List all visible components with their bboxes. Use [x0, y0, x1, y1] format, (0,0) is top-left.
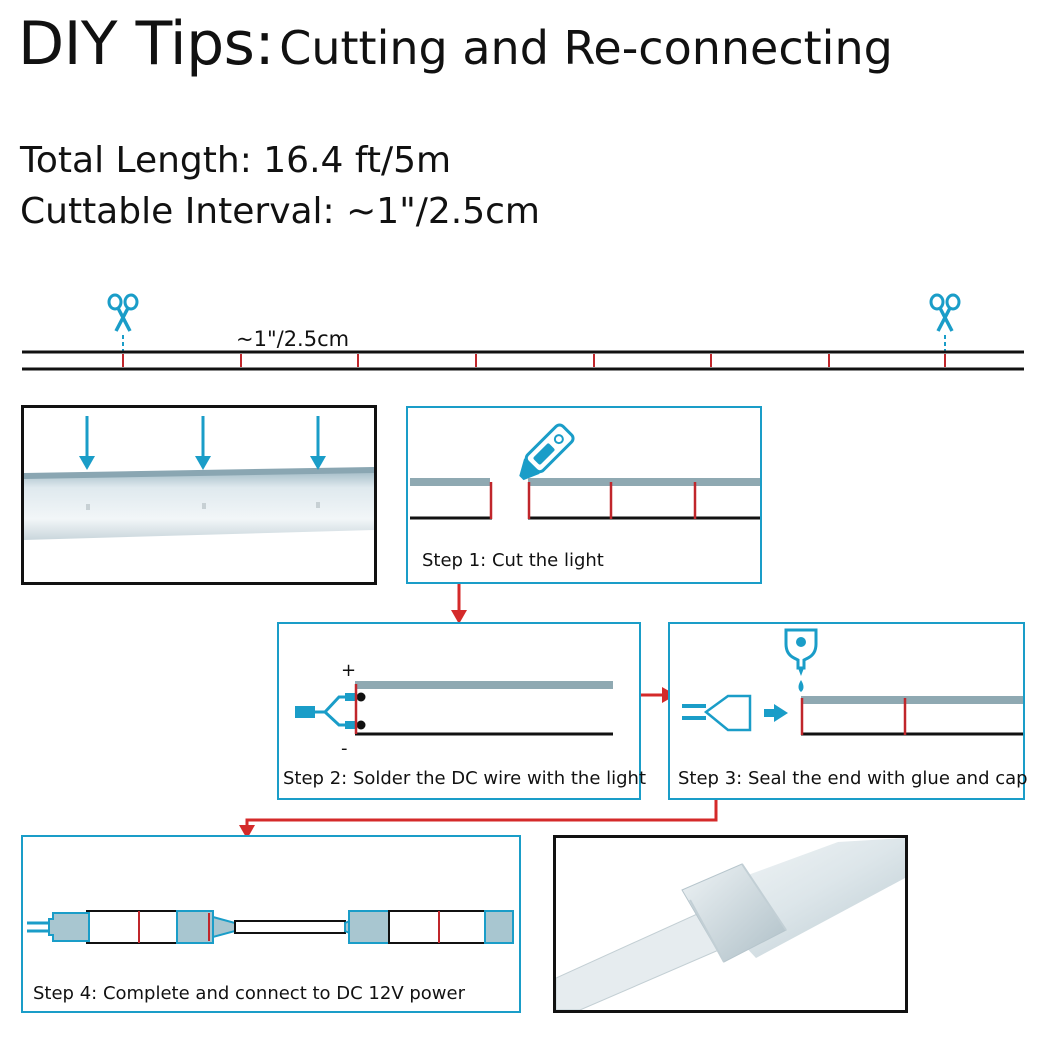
utility-knife-icon	[519, 423, 575, 481]
flow-arrows	[239, 584, 718, 839]
arrow-icon	[239, 800, 718, 839]
negative-terminal-label: -	[341, 738, 348, 759]
title-prefix: DIY Tips:	[18, 9, 275, 79]
strip-photo	[24, 408, 374, 582]
dc-wire-connector-icon	[295, 693, 355, 729]
step4-diagram	[27, 910, 514, 944]
glue-bottle-icon	[784, 628, 818, 692]
step1-label: Step 1: Cut the light	[422, 550, 604, 571]
cuttable-interval-text: Cuttable Interval: ~1"/2.5cm	[20, 191, 540, 232]
end-cap-icon	[682, 694, 752, 732]
total-length-text: Total Length: 16.4 ft/5m	[20, 140, 452, 181]
arrow-icon	[764, 704, 788, 722]
step2-panel: + - Step 2: Solder the DC wire with the …	[277, 622, 646, 800]
arrow-icon	[451, 584, 467, 624]
scissors-icon	[107, 293, 139, 359]
scissors-icon	[929, 293, 961, 359]
endcap-photo	[556, 838, 905, 1010]
arrow-icon	[79, 416, 326, 470]
step3-label: Step 3: Seal the end with glue and cap	[678, 768, 1028, 789]
step2-diagram	[295, 681, 613, 736]
step1-diagram	[410, 423, 760, 520]
page-title: DIY Tips: Cutting and Re-connecting	[18, 14, 893, 74]
cut-interval-ruler	[22, 293, 1024, 371]
step3-diagram	[682, 628, 1023, 736]
step1-panel: Step 1: Cut the light	[406, 406, 762, 584]
positive-terminal-label: +	[341, 660, 357, 681]
step2-label: Step 2: Solder the DC wire with the ligh…	[283, 768, 647, 789]
strip-photo-panel	[21, 405, 377, 585]
title-rest: Cutting and Re-connecting	[279, 21, 893, 75]
endcap-photo-panel	[553, 835, 908, 1013]
interval-label: ~1"/2.5cm	[236, 327, 350, 351]
step4-panel: Step 4: Complete and connect to DC 12V p…	[21, 835, 521, 1013]
step3-panel: Step 3: Seal the end with glue and cap	[668, 622, 1028, 800]
step4-label: Step 4: Complete and connect to DC 12V p…	[33, 983, 465, 1004]
